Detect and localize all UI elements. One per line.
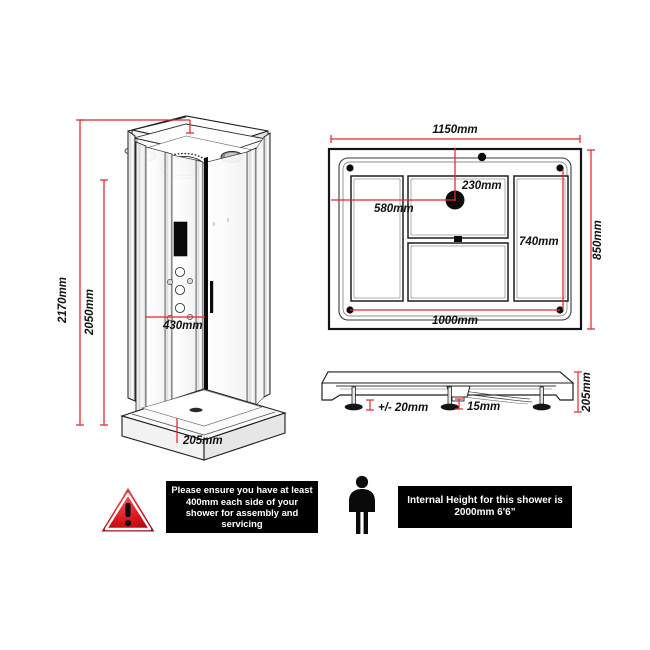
control-panel-display [173, 221, 188, 257]
door-handle [210, 281, 214, 313]
body-jets [174, 266, 186, 314]
dim-740: 740mm [519, 236, 559, 248]
enclosure-frame [127, 116, 271, 429]
warning-triangle-icon [97, 483, 159, 535]
plan-marker-top [477, 152, 487, 162]
tray-drain [189, 407, 203, 413]
plan-marker-mid [454, 236, 462, 242]
internal-height-notice-text: Internal Height for this shower is 2000m… [407, 494, 563, 518]
plan-corner-tr [556, 164, 564, 172]
base-section-view: +/- 20mm 15mm 205mm [321, 371, 593, 414]
clearance-notice-banner: Please ensure you have at least 400mm ea… [166, 481, 318, 533]
shower-tray [120, 388, 287, 461]
adjustable-feet [344, 386, 551, 411]
dim-230: 230mm [461, 180, 502, 192]
dim-430: 430mm [162, 320, 203, 332]
front-view-dimension-labels: 2170mm 2050mm 430mm 205mm [57, 277, 223, 447]
base-view-dimensions [366, 371, 582, 413]
dim-580: 580mm [374, 203, 414, 215]
dim-2170: 2170mm [57, 277, 69, 324]
plan-view-dimension-labels: 1150mm 850mm 580mm 230mm 740mm 1000mm [374, 124, 604, 327]
internal-height-notice-banner: Internal Height for this shower is 2000m… [398, 486, 572, 528]
clearance-notice-text: Please ensure you have at least 400mm ea… [171, 484, 313, 530]
dim-2050: 2050mm [84, 289, 96, 336]
sliding-door-edge [204, 157, 208, 428]
base-view-dimension-labels: +/- 20mm 15mm 205mm [378, 372, 593, 414]
dim-205-front: 205mm [182, 435, 223, 447]
dim-205-base: 205mm [581, 372, 593, 413]
dim-1150: 1150mm [432, 124, 477, 136]
front-elevation-view: 2170mm 2050mm 430mm 205mm [57, 115, 287, 461]
plan-corner-tl [346, 164, 354, 172]
top-plan-view: 1150mm 850mm 580mm 230mm 740mm 1000mm [327, 124, 604, 331]
dim-15: 15mm [467, 401, 500, 413]
dim-850: 850mm [592, 220, 604, 260]
front-view-dimensions [76, 119, 205, 443]
person-icon [349, 475, 375, 534]
dim-foot-adjust: +/- 20mm [378, 402, 428, 414]
dim-1000: 1000mm [432, 315, 478, 327]
plan-view-dimensions [330, 135, 595, 330]
